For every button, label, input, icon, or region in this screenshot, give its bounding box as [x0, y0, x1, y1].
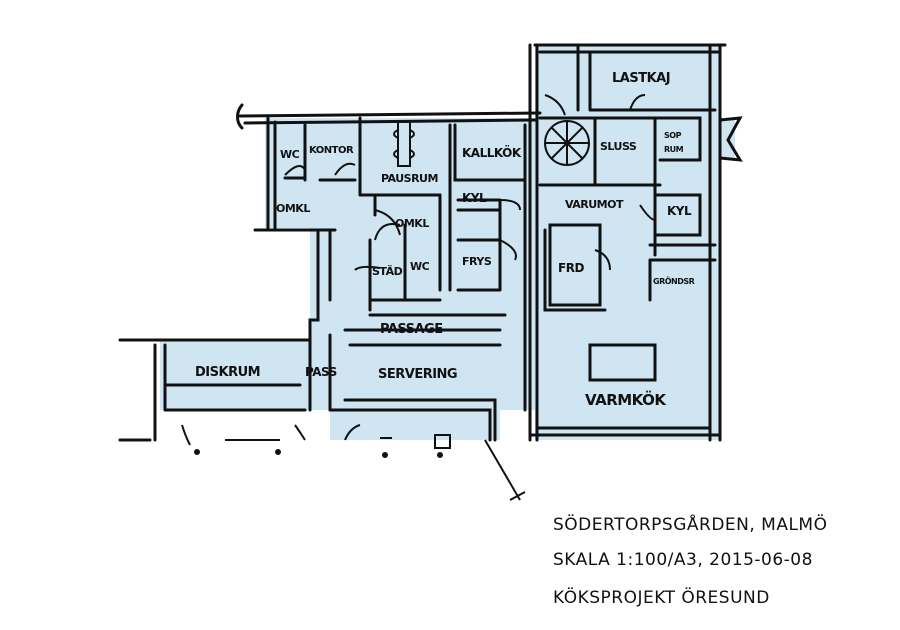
room-label-lastkaj: LASTKAJ: [612, 71, 670, 86]
caption-location: SÖDERTORPSGÅRDEN, MALMÖ: [553, 513, 828, 535]
room-labels: WC KONTOR PAUSRUM KALLKÖK OMKL OMKL KYL …: [195, 71, 695, 409]
room-label-frd: FRD: [558, 261, 584, 275]
exterior-fixtures: [194, 434, 451, 458]
room-label-pass: PASS: [305, 365, 337, 379]
room-label-pausrum: PAUSRUM: [381, 172, 438, 185]
room-label-gronsak: GRÖNDSR: [653, 276, 695, 286]
room-label-wc-2: WC: [410, 260, 430, 273]
room-label-soprum-2: RUM: [664, 145, 684, 154]
caption-project: KÖKSPROJEKT ÖRESUND: [553, 586, 770, 608]
room-label-stad: STÄD: [372, 264, 403, 278]
room-label-wc: WC: [280, 148, 300, 161]
room-label-servering: SERVERING: [378, 367, 457, 382]
room-label-kyl: KYL: [462, 191, 487, 205]
spiral-staircase: [544, 120, 590, 166]
title-block: SÖDERTORPSGÅRDEN, MALMÖ SKALA 1:100/A3, …: [553, 513, 828, 608]
room-label-diskrum: DISKRUM: [195, 365, 260, 380]
room-label-frys: FRYS: [462, 255, 492, 268]
room-label-varumot: VARUMOT: [565, 198, 624, 211]
room-label-soprum: SOP: [664, 131, 682, 140]
door-swings: [181, 94, 656, 501]
room-label-omkl: OMKL: [276, 202, 310, 215]
room-label-kyl-2: KYL: [667, 204, 692, 218]
room-label-passage: PASSAGE: [380, 322, 443, 337]
walls: [118, 43, 743, 442]
room-label-omkl-2: OMKL: [395, 217, 429, 230]
room-label-sluss: SLUSS: [600, 140, 637, 153]
room-label-kontor: KONTOR: [309, 145, 354, 156]
room-label-kallkok: KALLKÖK: [462, 145, 522, 160]
room-label-varmkok: VARMKÖK: [585, 390, 667, 409]
table-icon: [393, 121, 415, 167]
caption-scale-date: SKALA 1:100/A3, 2015-06-08: [553, 550, 813, 570]
